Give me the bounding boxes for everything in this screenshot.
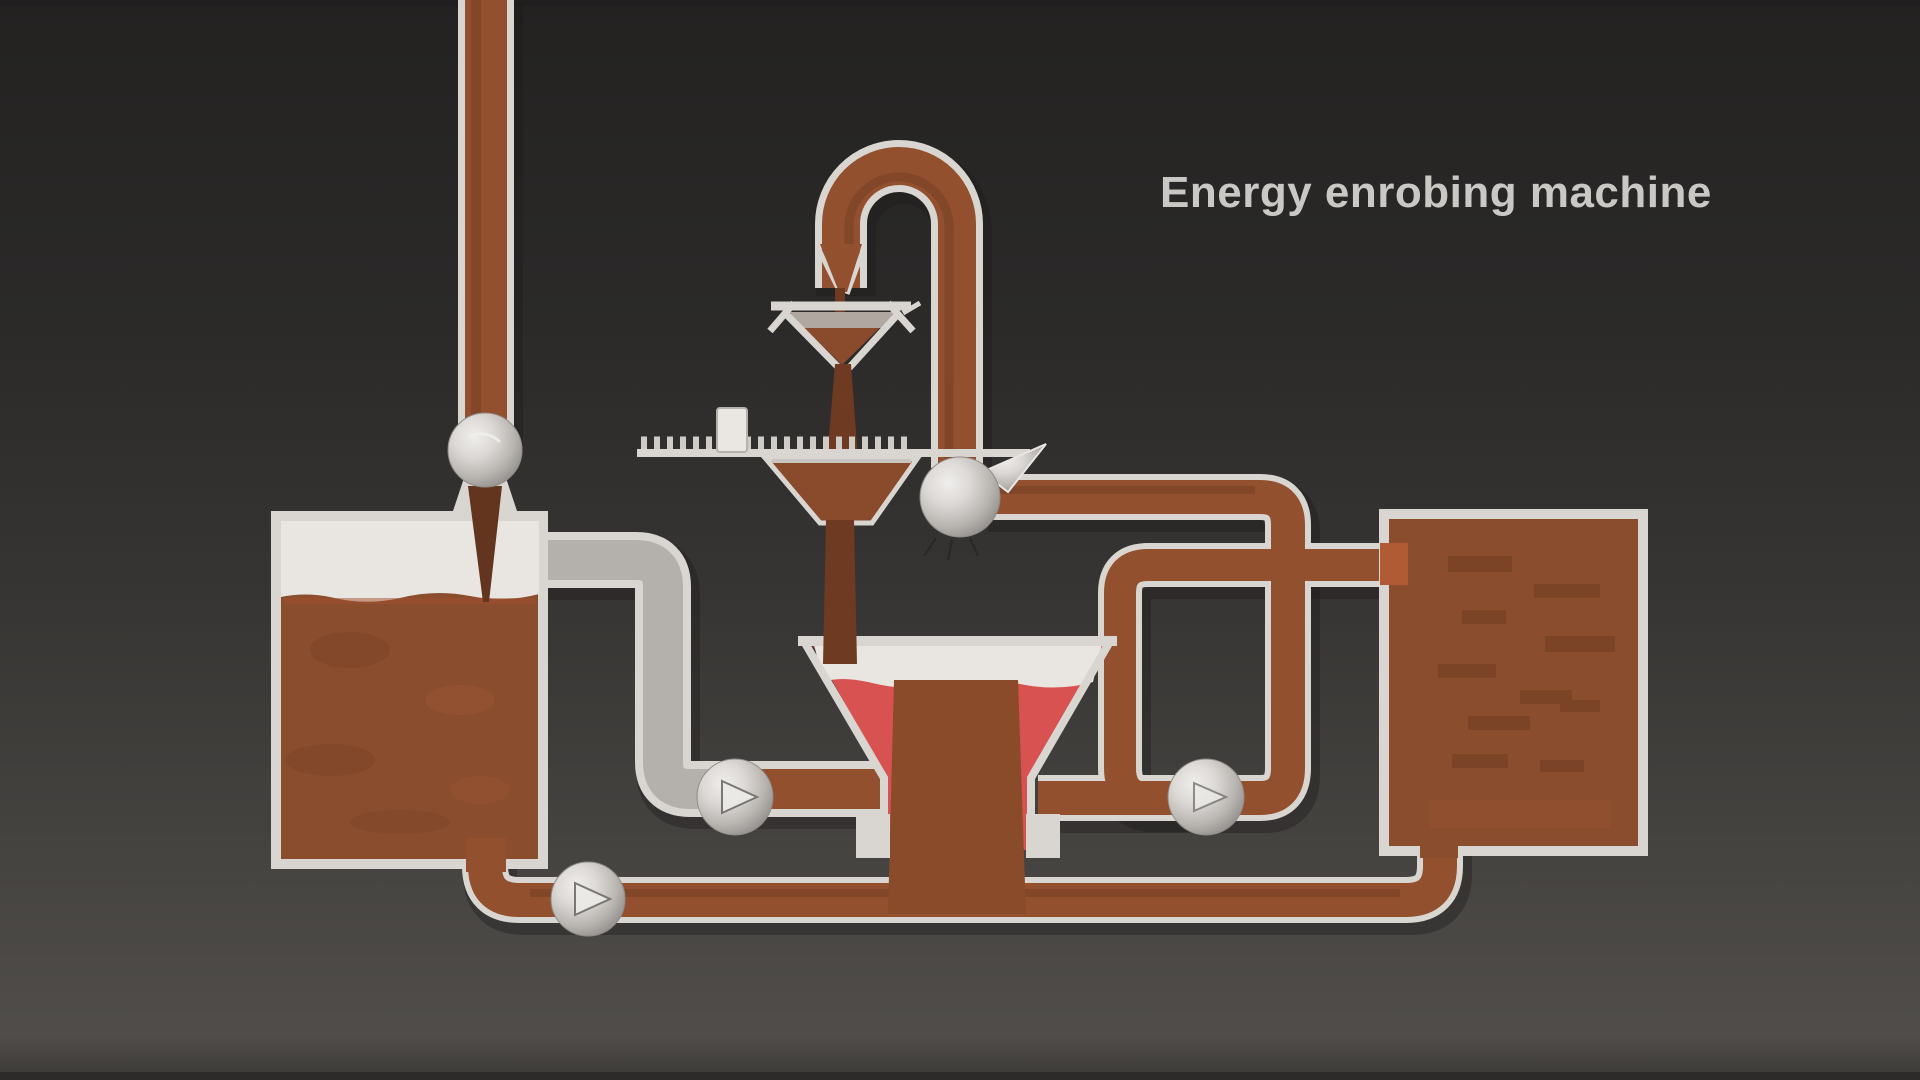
surface-meniscus-line	[284, 598, 536, 604]
product-box	[716, 407, 748, 453]
spout-taper	[820, 244, 862, 292]
spout-right-edge	[844, 247, 867, 295]
energy-tank-highlight	[1430, 800, 1610, 828]
pump-direction-triangle-icon	[1193, 781, 1229, 813]
pump-direction-triangle-icon	[574, 881, 613, 917]
top-edge-shade	[0, 0, 1920, 6]
basin-chocolate-column	[888, 680, 1026, 914]
storage-tank-left-surface	[281, 521, 539, 602]
storage-tank-outlet	[466, 838, 506, 872]
curtain-stream	[823, 520, 857, 664]
upper-funnel-drip-stream	[827, 364, 858, 460]
basin-left-wall	[798, 635, 888, 816]
tank-feed-pipe	[1104, 549, 1392, 814]
energy-tank-right	[1379, 509, 1648, 858]
upper-funnel-right-flare	[885, 300, 916, 334]
basin-foam-surface	[814, 644, 1102, 689]
upper-funnel-surface	[790, 312, 894, 328]
energy-tank-inlet	[1380, 543, 1408, 585]
upper-funnel-left-flare	[767, 300, 797, 334]
pump-carousel	[919, 443, 1047, 538]
inlet-pour-stream	[468, 486, 502, 602]
upper-funnel-right-v	[846, 310, 902, 371]
basin-right-wall	[1027, 635, 1116, 816]
pumps	[447, 412, 1245, 937]
pump-direction-triangle-icon	[721, 779, 760, 815]
spreader-funnel-body	[760, 456, 922, 526]
energy-tank-texture	[1438, 556, 1615, 772]
overhead-loop-pipe	[822, 147, 976, 468]
energy-tank-bottom-inlet	[1420, 836, 1458, 858]
pump-inlet	[447, 412, 523, 488]
energy-tank-right-body	[1379, 509, 1648, 856]
basin-left-foot	[856, 814, 890, 858]
spreader-funnel	[760, 456, 922, 664]
upper-funnel	[767, 300, 922, 460]
pump-highlight	[469, 432, 502, 444]
transfer-pipe-empty-section	[543, 540, 742, 809]
enrober-basin	[798, 635, 1117, 914]
basin-right-foot	[1026, 814, 1060, 858]
upper-funnel-rim-tick	[901, 300, 922, 316]
storage-tank-left	[271, 511, 548, 872]
conveyor	[637, 407, 1030, 457]
pump-circulation	[1167, 758, 1245, 836]
page-title: Energy enrobing machine	[1160, 168, 1712, 217]
pump-motion-marks	[923, 537, 979, 561]
pump-return	[550, 861, 626, 937]
conveyor-rail	[637, 449, 1030, 457]
circulation-pipe	[983, 480, 1305, 815]
inlet-assembly	[452, 478, 518, 602]
storage-tank-left-texture	[285, 632, 510, 834]
pipe-interiors	[465, 0, 1457, 917]
bottom-edge-shade	[0, 1072, 1920, 1080]
tank-feed-pipe-outline	[1098, 543, 1392, 820]
pump-transfer	[696, 758, 774, 836]
upper-funnel-left-v	[782, 310, 842, 371]
